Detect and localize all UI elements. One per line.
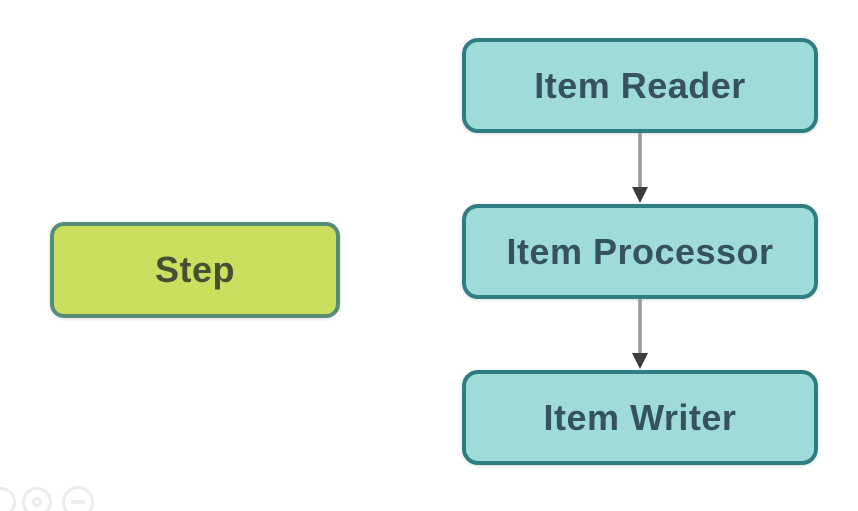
- dot-icon: [32, 497, 42, 507]
- step-node: Step: [50, 222, 340, 318]
- item-writer-node: Item Writer: [462, 370, 818, 465]
- arrow-reader-to-processor: [632, 133, 648, 203]
- viewer-controls: [0, 481, 120, 511]
- item-writer-label: Item Writer: [543, 396, 737, 438]
- item-processor-label: Item Processor: [506, 230, 774, 272]
- item-reader-label: Item Reader: [534, 64, 746, 106]
- item-processor-node: Item Processor: [462, 204, 818, 299]
- step-node-label: Step: [154, 249, 235, 290]
- minus-icon: [71, 500, 85, 504]
- minus-circle-icon[interactable]: [62, 486, 94, 511]
- arrow-processor-to-writer: [632, 299, 648, 369]
- partial-circle-icon[interactable]: [0, 487, 16, 511]
- item-reader-node: Item Reader: [462, 38, 818, 133]
- dot-circle-icon[interactable]: [22, 487, 52, 511]
